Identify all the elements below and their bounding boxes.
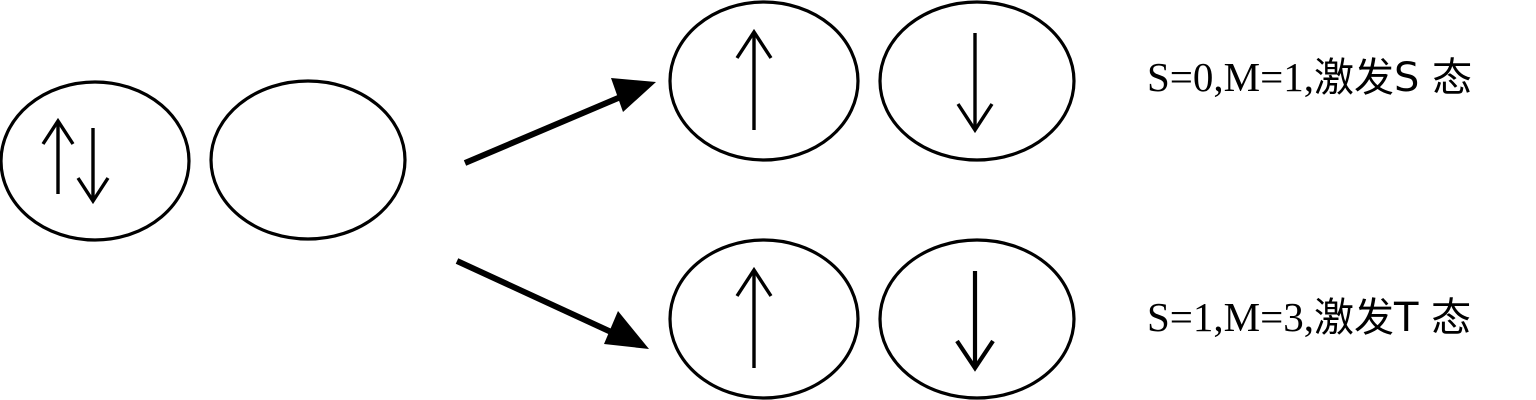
singlet-spin-down-arrow-icon bbox=[956, 33, 994, 134]
ground-orbital-1 bbox=[0, 80, 191, 242]
state-label-singlet-cjk: 激发S 态 bbox=[1314, 55, 1473, 101]
singlet-orbital-1 bbox=[668, 0, 860, 162]
triplet-spin-up-arrow-icon bbox=[735, 266, 773, 368]
singlet-orbital-2 bbox=[878, 0, 1076, 162]
orbital-ellipse bbox=[878, 0, 1076, 162]
ground-orbital-2 bbox=[209, 79, 407, 241]
state-label-triplet: S=1,M=3,激发T 态 bbox=[1147, 294, 1472, 341]
orbital-ellipse bbox=[668, 238, 860, 400]
transition-arrow-lower bbox=[455, 258, 649, 349]
orbital-ellipse bbox=[878, 238, 1076, 400]
state-label-singlet-latin: S=0,M=1, bbox=[1147, 54, 1315, 100]
state-label-singlet: S=0,M=1,激发S 态 bbox=[1147, 54, 1473, 101]
orbital-ellipse bbox=[0, 80, 191, 242]
state-label-triplet-latin: S=1,M=3, bbox=[1147, 294, 1315, 340]
ground-spin-down-arrow-icon bbox=[76, 128, 110, 205]
singlet-spin-up-arrow-icon bbox=[735, 28, 773, 130]
triplet-orbital-2 bbox=[878, 238, 1076, 400]
ground-spin-up-arrow-icon bbox=[41, 117, 75, 194]
triplet-spin-down-arrow-icon bbox=[955, 271, 995, 372]
triplet-orbital-1 bbox=[668, 238, 860, 400]
orbital-ellipse bbox=[209, 79, 407, 241]
transition-arrow-upper bbox=[463, 78, 656, 166]
orbital-ellipse bbox=[668, 0, 860, 162]
state-label-triplet-cjk: 激发T 态 bbox=[1314, 295, 1472, 341]
